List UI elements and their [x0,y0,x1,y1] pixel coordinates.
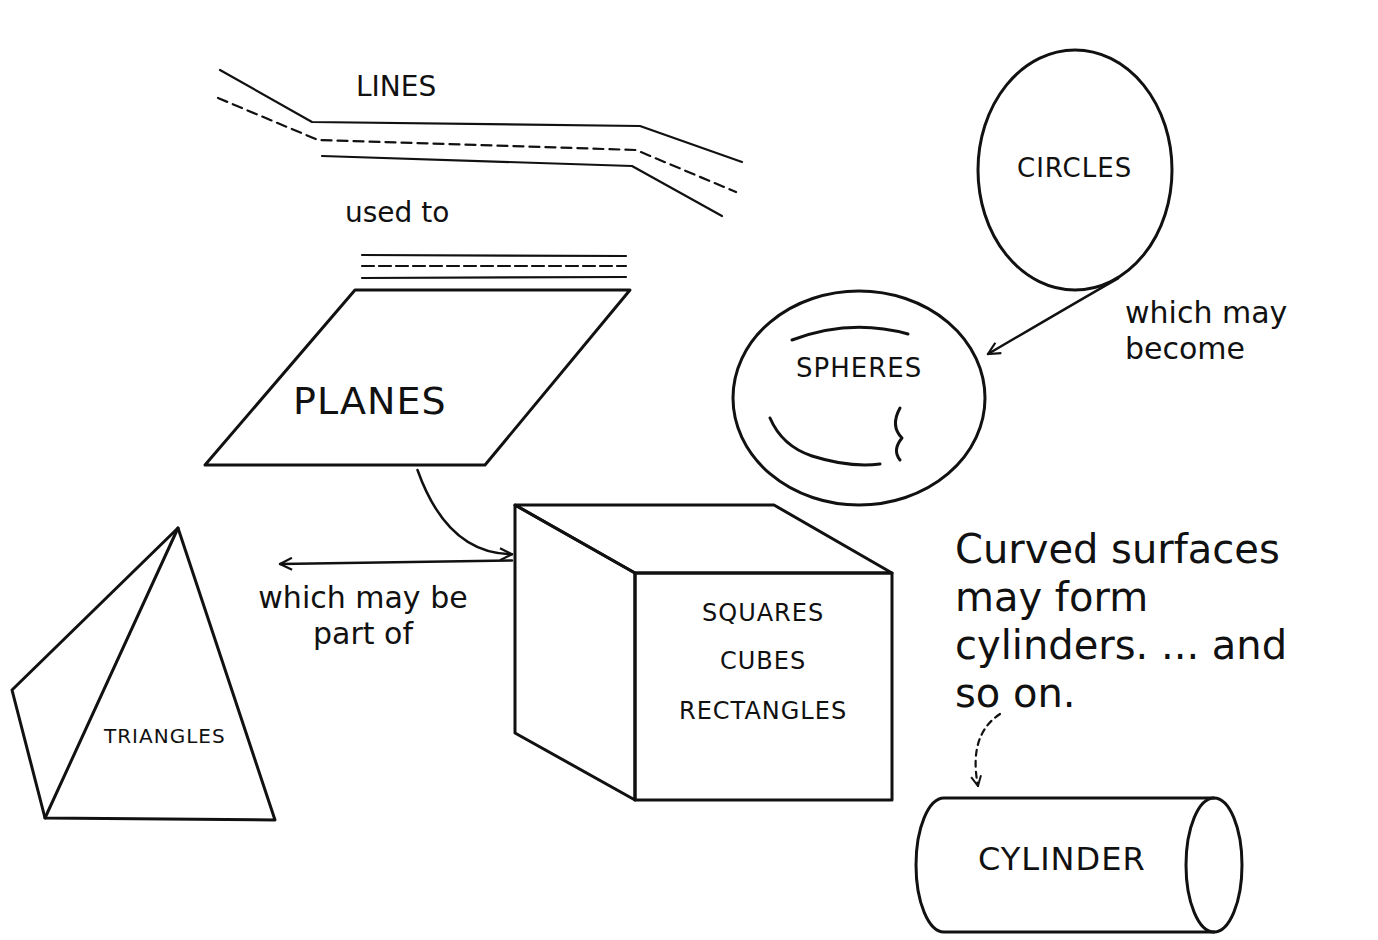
line-stroke [218,98,736,192]
shape-node: SPHERES [730,288,988,508]
line-stroke [220,70,742,162]
edge-label: which may be part of [228,580,498,652]
leader-arrow [976,714,1000,786]
lines-label: LINES [352,70,440,104]
shape-node: PLANES [200,285,635,470]
arrow-connector [988,278,1118,354]
pyramid-shape [8,525,280,825]
shape-label: SPHERES [796,354,922,384]
plane-shape [200,285,635,470]
note-text: Curved surfaces may form cylinders. ... … [955,525,1315,717]
sphere-shape [730,288,988,508]
used-to-label: used to [345,196,449,230]
arrow-connector [418,470,513,554]
underline [362,265,626,267]
shape-label: CYLINDER [978,841,1146,878]
edge-label: which may become [1125,295,1345,367]
shape-label: CUBES [720,648,806,676]
shape-label: RECTANGLES [679,698,847,726]
shape-node: CIRCLES [975,48,1175,293]
shape-label: TRIANGLES [104,725,226,748]
arrow-connector [280,560,512,564]
underline [362,277,626,278]
shape-node: SQUARES CUBES RECTANGLES [512,488,900,803]
shape-label: SQUARES [702,600,824,628]
shape-label: PLANES [293,380,447,424]
shape-node: TRIANGLES [8,525,280,825]
underline [362,255,626,256]
shape-node: CYLINDER [912,795,1250,935]
cube-shape [512,488,900,803]
shape-label: CIRCLES [1017,154,1132,184]
